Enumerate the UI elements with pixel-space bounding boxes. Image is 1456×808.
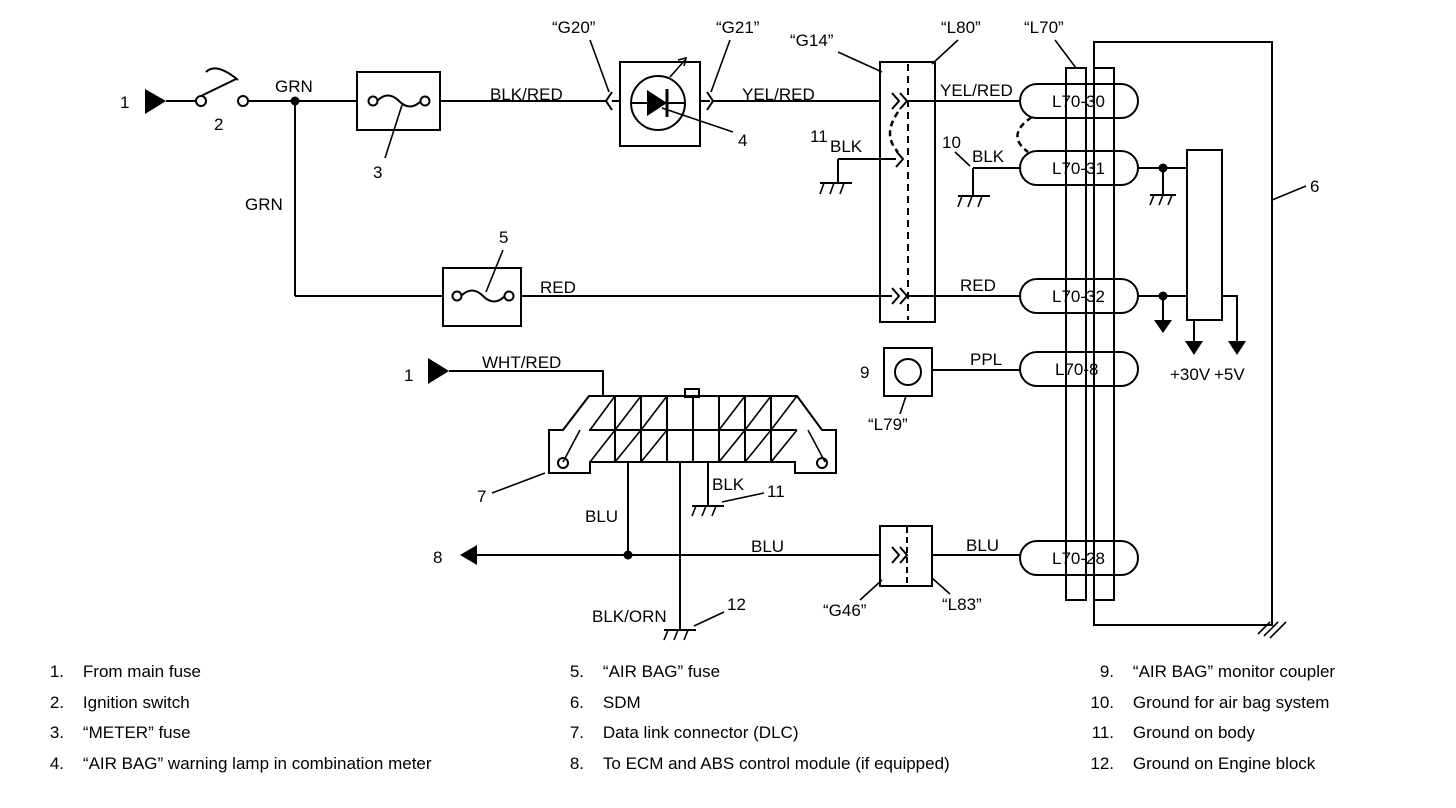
connector-g46: “G46” [823,601,867,620]
pin-label-l70-32: L70-32 [1052,287,1105,306]
legend-item: 3. “METER” fuse [49,723,191,742]
legend-column-3: 9. “AIR BAG” monitor coupler 10. Ground … [1088,662,1335,784]
legend-item: 2. Ignition switch [49,692,190,712]
legend-item: 10. Ground for air bag system [1090,692,1330,712]
legend-item: 7. Data link connector (DLC) [569,723,799,742]
voltage-30v: +30V [1170,365,1211,384]
pin-l70-28 [1019,540,1139,576]
connector-g14-l80 [879,61,936,323]
sdm-outline [1093,41,1273,626]
legend-item: 12. Ground on Engine block [1090,753,1316,773]
wire-label-red-1: RED [540,278,576,297]
airbag-fuse [442,267,522,327]
callout-6: 6 [1310,177,1319,196]
airbag-monitor-coupler [883,347,933,397]
connector-g14: “G14” [790,31,834,50]
pin-label-l70-30: L70-30 [1052,92,1105,111]
wire-label-wht-red: WHT/RED [482,353,561,372]
wire-label-ppl: PPL [970,350,1002,369]
callout-5: 5 [499,228,508,247]
wire-label-blu-2: BLU [751,537,784,556]
wire-label-blu-3: BLU [966,536,999,555]
wire-label-red-2: RED [960,276,996,295]
legend-item: 11. Ground on body [1091,723,1255,742]
legend-item: 1. From main fuse [49,662,201,681]
airbag-wiring-diagram: 1 2 GRN 3 BLK/RED “G20” 4 “G21” YEL/RED … [120,18,1319,641]
callout-1-top: 1 [120,93,129,112]
callout-2: 2 [214,115,223,134]
callout-11-bottom: 11 [767,482,785,501]
wire-label-blk-3: BLK [712,475,745,494]
airbag-warning-lamp [619,61,701,147]
legend-item: 4. “AIR BAG” warning lamp in combination… [49,753,432,773]
legend: 1. From main fuse 2. Ignition switch 3. … [0,662,1456,802]
callout-4: 4 [738,131,747,150]
wire-label-grn-top: GRN [275,77,313,96]
connector-g21: “G21” [716,18,760,37]
pin-label-l70-31: L70-31 [1052,159,1105,178]
pin-l70-30 [1019,83,1139,119]
pin-label-l70-28: L70-28 [1052,549,1105,568]
connector-l79: “L79” [868,415,908,434]
callout-1-bottom: 1 [404,366,413,385]
connector-l70: “L70” [1024,18,1064,37]
legend-column-1: 1. From main fuse 2. Ignition switch 3. … [42,662,432,784]
legend-item: 5. “AIR BAG” fuse [569,662,721,681]
wire-label-blk-red: BLK/RED [490,85,563,104]
voltage-5v: +5V [1214,365,1245,384]
connector-g20: “G20” [552,18,596,37]
callout-9: 9 [860,363,869,382]
legend-column-2: 5. “AIR BAG” fuse 6. SDM 7. Data link co… [562,662,950,784]
callout-10: 10 [942,133,961,152]
callout-12: 12 [727,595,746,614]
pin-label-l70-8: L70-8 [1055,360,1098,379]
legend-item: 6. SDM [569,692,641,712]
wire-label-blk-orn: BLK/ORN [592,607,667,626]
wire-label-blk-2: BLK [972,147,1005,166]
wire-label-blk-1: BLK [830,137,863,156]
callout-8: 8 [433,548,442,567]
legend-item: 9. “AIR BAG” monitor coupler [1099,662,1336,681]
wire-label-blu-1: BLU [585,507,618,526]
wire-label-grn-side: GRN [245,195,283,214]
connector-l80: “L80” [941,18,981,37]
callout-11-top: 11 [810,127,828,146]
source-arrow-1 [145,89,166,114]
wire-label-yel-red-1: YEL/RED [742,85,815,104]
callout-3: 3 [373,163,382,182]
legend-item: 8. To ECM and ABS control module (if equ… [569,753,950,773]
callout-7: 7 [477,487,486,506]
data-link-connector [548,388,837,474]
connector-l83: “L83” [942,595,982,614]
wire-label-yel-red-2: YEL/RED [940,81,1013,100]
